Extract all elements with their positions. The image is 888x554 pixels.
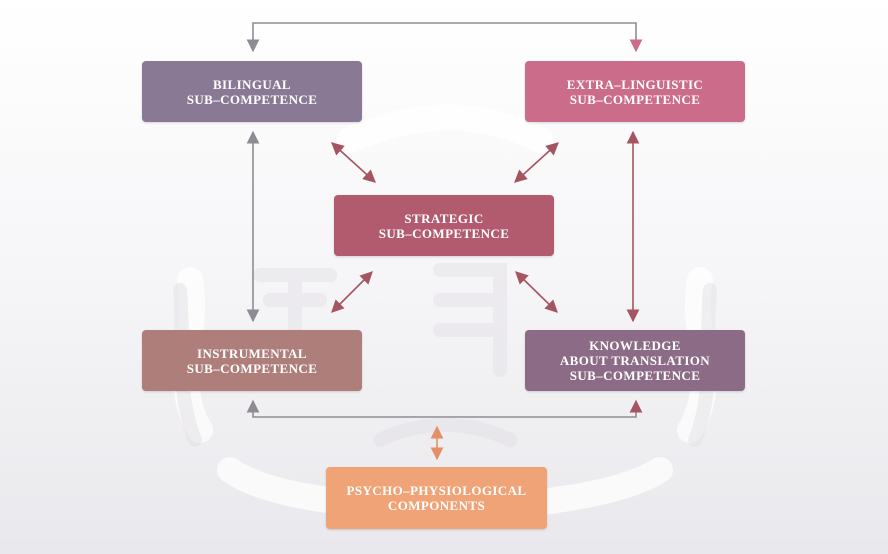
knowledge-line2: ABOUT TRANSLATION <box>559 353 711 368</box>
psycho-line2: COMPONENTS <box>387 498 486 513</box>
strategic-sub-competence-box: STRATEGIC SUB–COMPETENCE <box>334 195 554 256</box>
diagonal-arrow-strategic-knowledge <box>515 271 558 313</box>
strategic-line1: STRATEGIC <box>404 210 484 226</box>
bilingual-sub-competence-box: BILINGUAL SUB–COMPETENCE <box>142 61 362 122</box>
instrumental-line2: SUB–COMPETENCE <box>186 360 318 376</box>
knowledge-line1: KNOWLEDGE <box>589 338 681 353</box>
bilingual-line2: SUB–COMPETENCE <box>186 91 318 107</box>
strategic-line2: SUB–COMPETENCE <box>378 225 510 241</box>
instrumental-line1: INSTRUMENTAL <box>196 345 308 361</box>
bilingual-line1: BILINGUAL <box>212 76 291 92</box>
extra-linguistic-line2: SUB–COMPETENCE <box>569 91 701 107</box>
diagonal-arrow-strategic-instrumental <box>331 271 373 313</box>
psycho-line1: PSYCHO–PHYSIOLOGICAL <box>346 483 527 498</box>
psycho-physiological-components-box: PSYCHO–PHYSIOLOGICAL COMPONENTS <box>326 467 547 529</box>
diagonal-arrow-extra-strategic <box>514 142 559 183</box>
knowledge-about-translation-box: KNOWLEDGE ABOUT TRANSLATION SUB–COMPETEN… <box>525 330 745 391</box>
bottom-connector-arrow <box>246 399 643 418</box>
extra-linguistic-sub-competence-box: EXTRA–LINGUISTIC SUB–COMPETENCE <box>525 61 745 122</box>
top-connector-arrow <box>246 22 643 53</box>
knowledge-line3: SUB–COMPETENCE <box>569 368 701 383</box>
instrumental-sub-competence-box: INSTRUMENTAL SUB–COMPETENCE <box>142 330 362 391</box>
diagonal-arrow-bilingual-strategic <box>331 142 376 183</box>
extra-linguistic-line1: EXTRA–LINGUISTIC <box>566 76 704 92</box>
